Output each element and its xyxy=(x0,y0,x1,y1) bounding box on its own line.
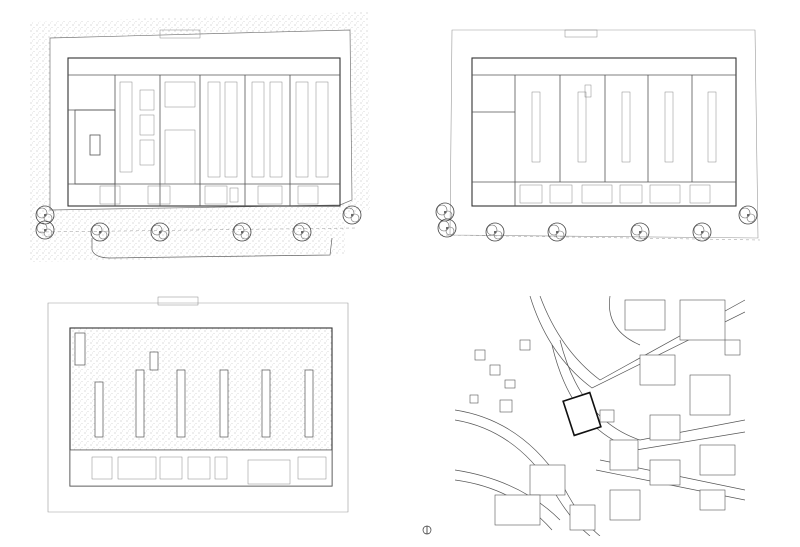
site-plan xyxy=(422,296,745,536)
ground-floor-plan xyxy=(30,12,370,262)
north-arrow-icon xyxy=(422,525,432,535)
roof-plan xyxy=(47,296,349,513)
upper-floor-plan xyxy=(435,29,761,242)
